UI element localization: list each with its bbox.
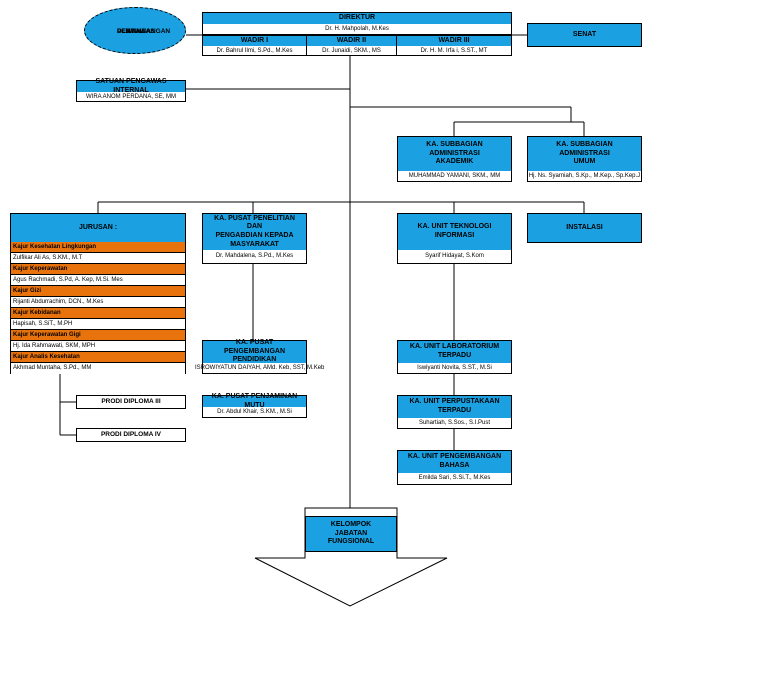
jurusan-box: JURUSAN : Kajur Kesehatan Lingkungan Zul… xyxy=(10,213,186,374)
ppm-name: Dr. Abdul Khair, S.KM., M.Si xyxy=(217,409,292,415)
subbag-akademik-name: MUHAMMAD YAMANI, SKM., MM xyxy=(408,173,501,179)
wadir-1-title: WADIR I xyxy=(203,36,306,46)
ppm-box: KA. PUSAT PENJAMINAN MUTU Dr. Abdul Khai… xyxy=(202,393,307,418)
perpus-title-1: KA. UNIT PERPUSTAKAAN xyxy=(409,398,500,406)
perpus-title-2: TERPADU xyxy=(437,407,472,414)
lab-name: Iswiyanti Novita, S.ST., M.Si xyxy=(417,365,492,371)
bahasa-box: KA. UNIT PENGEMBANGAN BAHASA Emilda Sari… xyxy=(397,450,512,485)
perpus-box: KA. UNIT PERPUSTAKAAN TERPADU Suhartiah,… xyxy=(397,395,512,429)
bahasa-title-1: KA. UNIT PENGEMBANGAN xyxy=(407,453,502,461)
p3m-name: Dr. Mahdalena, S.Pd., M.Kes xyxy=(215,253,294,259)
kajur-head: Kajur Kesehatan Lingkungan xyxy=(11,242,185,253)
uti-box: KA. UNIT TEKNOLOGI INFORMASI Syarif Hida… xyxy=(397,213,512,264)
wadir-1-box: WADIR I Dr. Bahrul Ilmi, S.Pd., M.Kes xyxy=(202,35,307,56)
subbag-umum-title-2: UMUM xyxy=(573,158,596,166)
ppp-box: KA. PUSAT PENGEMBANGAN PENDIDIKAN ISROWI… xyxy=(195,338,324,374)
ppp-name: ISROWIYATUN DAIYAH, AMd. Keb, SST, M.Keb xyxy=(195,365,325,371)
kelompok-line-3: FUNGSIONAL xyxy=(327,538,375,546)
dewan-pertimbangan-pengawas: DEWAN PERTIMBANGAN PENGAWAS xyxy=(84,7,186,54)
ppm-title: KA. PUSAT PENJAMINAN MUTU xyxy=(203,393,306,409)
wadir-1-name: Dr. Bahrul Ilmi, S.Pd., M.Kes xyxy=(216,48,293,54)
prodi-d3-label: PRODI DIPLOMA III xyxy=(101,398,161,405)
kajur-name: Akhmad Muntaha, S.Pd., MM xyxy=(11,363,185,374)
p3m-title-2: PENGABDIAN KEPADA MASYARAKAT xyxy=(215,232,294,248)
kajur-name: Rijanti Abdurrachim, DCN., M.Kes xyxy=(11,297,185,308)
p3m-title-1: KA. PUSAT PENELITIAN DAN xyxy=(214,214,295,231)
subbag-akademik-title-2: AKADEMIK xyxy=(435,158,474,166)
ppp-title-2: PENDIDIKAN xyxy=(232,356,277,364)
kelompok-line-1: KELOMPOK xyxy=(330,520,372,528)
spi-box: SATUAN PENGAWAS INTERNAL WIRA ANOM PERDA… xyxy=(76,78,186,102)
kajur-head: Kajur Analis Kesehatan xyxy=(11,352,185,363)
lab-title-2: TERPADU xyxy=(437,352,472,359)
direktur-box: DIREKTUR Dr. H. Mahpolah, M.Kes xyxy=(202,12,512,35)
kajur-name: Zulfikar Ali As, S.KM., M.T xyxy=(11,253,185,264)
subbag-akademik-box: KA. SUBBAGIAN ADMINISTRASI AKADEMIK MUHA… xyxy=(397,136,512,182)
subbag-umum-box: KA. SUBBAGIAN ADMINISTRASI UMUM Hj. Ns. … xyxy=(527,136,642,182)
spi-name: WIRA ANOM PERDANA, SE, MM xyxy=(85,94,176,100)
senat-box: SENAT xyxy=(527,23,642,47)
kajur-head: Kajur Kebidanan xyxy=(11,308,185,319)
kelompok-line-2: JABATAN xyxy=(334,529,368,537)
wadir-3-box: WADIR III Dr. H. M. Irfa i, S.ST., MT xyxy=(396,35,512,56)
kajur-head: Kajur Gizi xyxy=(11,286,185,297)
dewan-line-1: DEWAN xyxy=(117,28,142,35)
instalasi-box: INSTALASI xyxy=(527,213,642,243)
kajur-name: Hj. Ida Rahmawati, SKM, MPH xyxy=(11,341,185,352)
jurusan-title: JURUSAN : xyxy=(11,214,185,242)
kajur-name: Hapisah, S.SiT., M.PH xyxy=(11,319,185,330)
prodi-d4-box: PRODI DIPLOMA IV xyxy=(76,428,186,442)
uti-name: Syarif Hidayat, S.Kom xyxy=(425,253,484,259)
prodi-d4-label: PRODI DIPLOMA IV xyxy=(100,431,162,438)
prodi-d3-box: PRODI DIPLOMA III xyxy=(76,395,186,409)
kajur-head: Kajur Keperawatan Gigi xyxy=(11,330,185,341)
wadir-3-title: WADIR III xyxy=(397,36,511,46)
kajur-name: Agus Rachmadi, S.Pd, A. Kep, M.Si. Mes xyxy=(11,275,185,286)
bahasa-name: Emilda Sari, S.Si.T., M.Kes xyxy=(418,475,491,481)
kajur-head: Kajur Keperawatan xyxy=(11,264,185,275)
wadir-2-title: WADIR II xyxy=(307,36,396,46)
wadir-3-name: Dr. H. M. Irfa i, S.ST., MT xyxy=(420,48,488,54)
wadir-2-box: WADIR II Dr. Junaidi, SKM., MS xyxy=(306,35,397,56)
spi-title: SATUAN PENGAWAS INTERNAL xyxy=(77,78,185,94)
direktur-title: DIREKTUR xyxy=(203,13,511,24)
perpus-name: Suhartiah, S.Sos., S.I.Pust xyxy=(418,420,491,426)
uti-title: KA. UNIT TEKNOLOGI INFORMASI xyxy=(398,214,511,250)
lab-box: KA. UNIT LABORATORIUM TERPADU Iswiyanti … xyxy=(397,340,512,374)
p3m-box: KA. PUSAT PENELITIAN DAN PENGABDIAN KEPA… xyxy=(202,213,307,264)
wadir-2-name: Dr. Junaidi, SKM., MS xyxy=(322,48,381,54)
lab-title-1: KA. UNIT LABORATORIUM xyxy=(409,343,500,351)
jurusan-rows: Kajur Kesehatan Lingkungan Zulfikar Ali … xyxy=(11,242,185,374)
dewan-line-2: PERTIMBANGAN xyxy=(117,28,171,35)
ppp-title-1: KA. PUSAT PENGEMBANGAN xyxy=(223,338,286,355)
subbag-umum-title-1: KA. SUBBAGIAN ADMINISTRASI xyxy=(556,140,613,157)
direktur-name: Dr. H. Mahpolah, M.Kes xyxy=(325,26,389,32)
subbag-akademik-title-1: KA. SUBBAGIAN ADMINISTRASI xyxy=(426,140,483,157)
dewan-line-3: PENGAWAS xyxy=(117,28,155,35)
kelompok-jabatan-fungsional-box: KELOMPOK JABATAN FUNGSIONAL xyxy=(305,516,397,552)
subbag-umum-name: Hj. Ns. Syarniah, S.Kp., M.Kep., Sp.Kep.… xyxy=(528,173,641,179)
bahasa-title-2: BAHASA xyxy=(439,462,470,469)
